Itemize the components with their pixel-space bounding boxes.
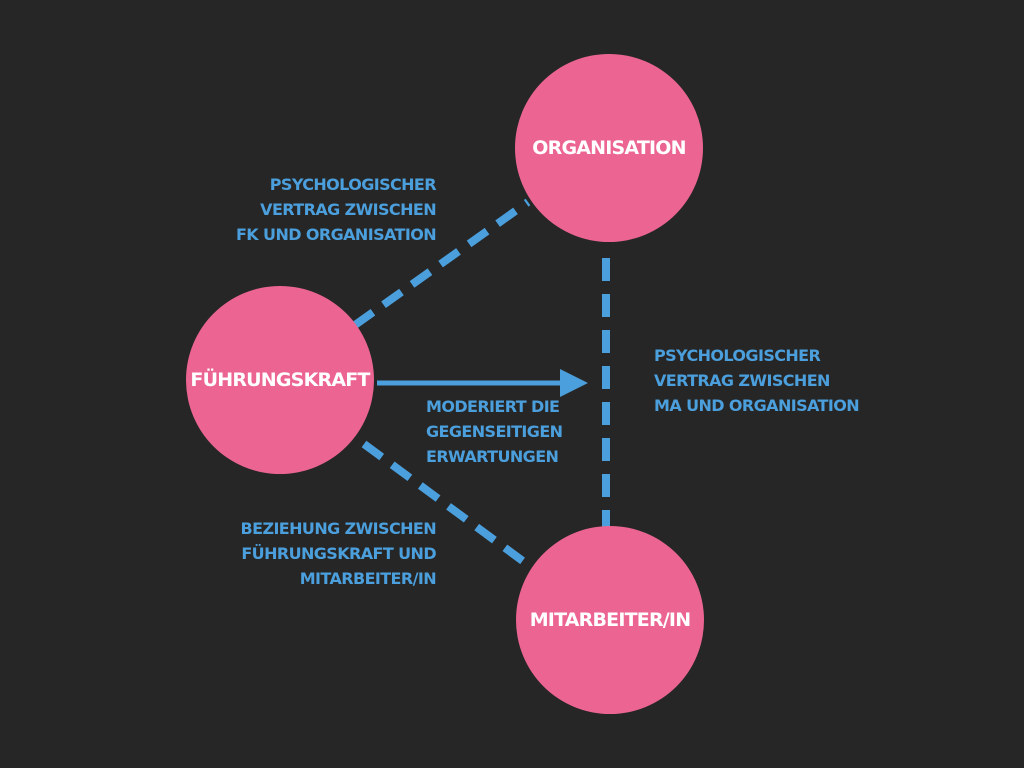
node-fuehrungskraft-label: FÜHRUNGSKRAFT <box>190 369 370 391</box>
moderation-arrowhead-icon <box>560 369 588 397</box>
label-contract-fk-organisation: PSYCHOLOGISCHER VERTRAG ZWISCHEN FK UND … <box>235 172 437 247</box>
label-line: PSYCHOLOGISCHER <box>269 175 437 194</box>
node-mitarbeiter: MITARBEITER/IN <box>516 526 704 714</box>
label-line: PSYCHOLOGISCHER <box>654 346 821 365</box>
label-relationship-fk-ma: BEZIEHUNG ZWISCHEN FÜHRUNGSKRAFT UND MIT… <box>240 516 437 591</box>
connector-fk-organisation <box>352 198 531 329</box>
label-line: BEZIEHUNG ZWISCHEN <box>240 519 437 538</box>
label-line: VERTRAG ZWISCHEN <box>654 371 830 390</box>
label-line: ERWARTUNGEN <box>426 447 559 466</box>
label-line: MA UND ORGANISATION <box>654 396 860 415</box>
label-line: GEGENSEITIGEN <box>426 422 563 441</box>
label-moderation: MODERIERT DIE GEGENSEITIGEN ERWARTUNGEN <box>426 394 563 469</box>
label-line: FÜHRUNGSKRAFT UND <box>241 544 436 563</box>
label-line: MITARBEITER/IN <box>299 569 437 588</box>
node-mitarbeiter-label: MITARBEITER/IN <box>529 609 691 631</box>
node-fuehrungskraft: FÜHRUNGSKRAFT <box>186 286 374 474</box>
node-organisation-label: ORGANISATION <box>532 137 686 159</box>
label-line: VERTRAG ZWISCHEN <box>260 200 436 219</box>
label-line: FK UND ORGANISATION <box>235 225 437 244</box>
connector-fk-mitarbeiter <box>361 440 538 574</box>
label-contract-ma-organisation: PSYCHOLOGISCHER VERTRAG ZWISCHEN MA UND … <box>654 343 860 418</box>
label-line: MODERIERT DIE <box>426 397 560 416</box>
node-organisation: ORGANISATION <box>515 54 703 242</box>
